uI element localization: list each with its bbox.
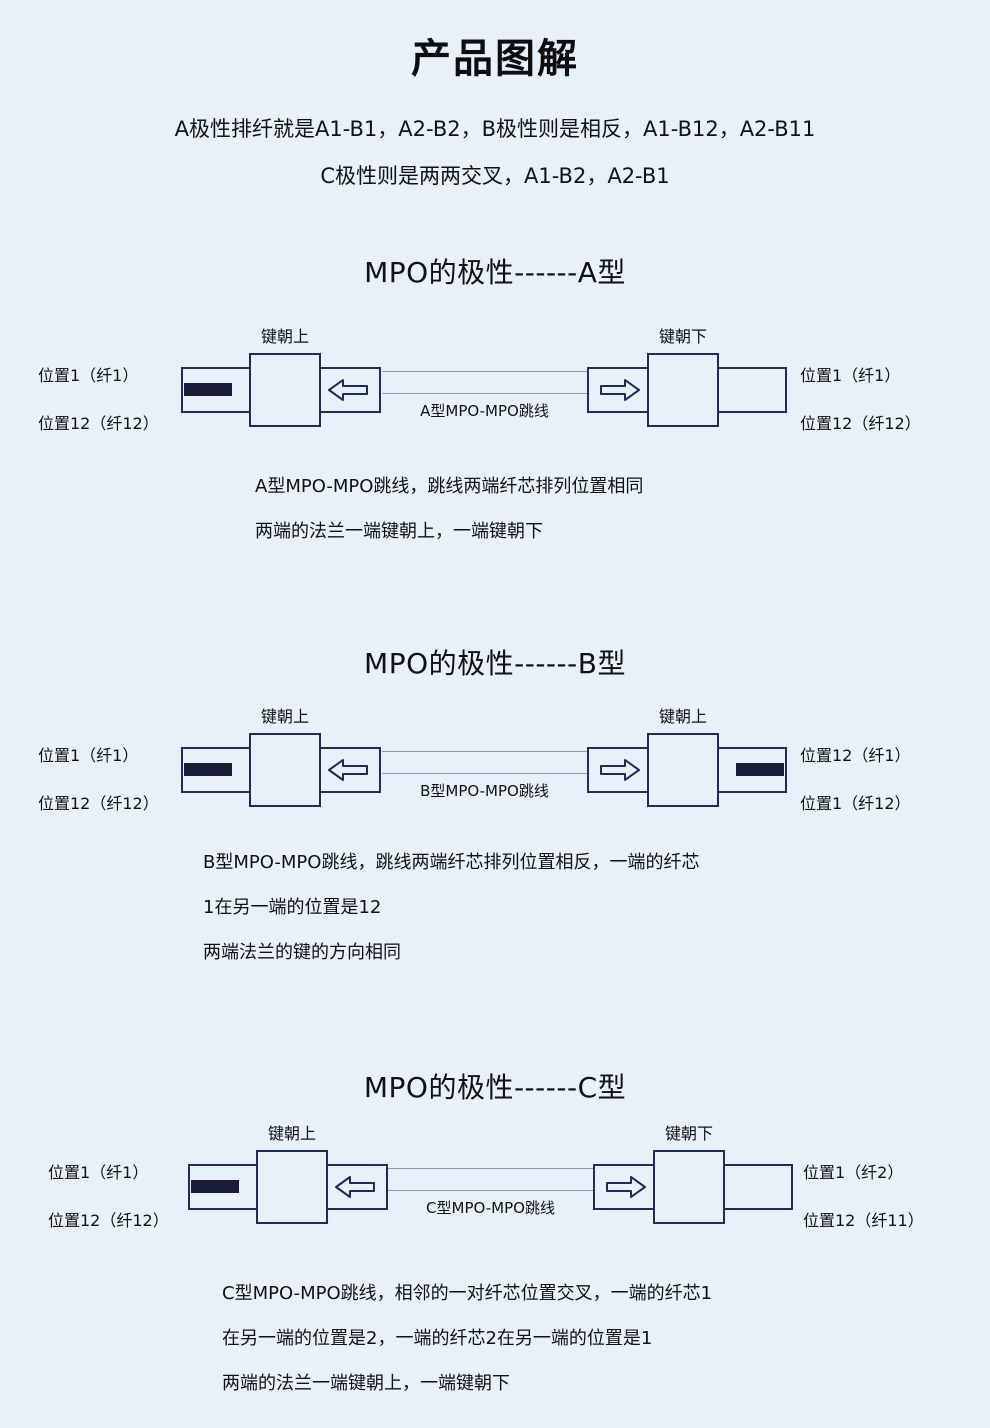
left-bottom-position-label: 位置12（纤12） bbox=[38, 794, 159, 813]
cable-line-upper bbox=[388, 1168, 593, 1169]
diagram-type-b: 位置1（纤1） 位置12（纤12） B型MPO-MPO跳线 键朝上 键朝上 位置… bbox=[0, 707, 990, 835]
left-top-position-label: 位置1（纤1） bbox=[48, 1163, 149, 1182]
cable-line-upper bbox=[382, 751, 587, 752]
key-direction-caption: 键朝下 bbox=[658, 327, 707, 346]
connector-flange bbox=[653, 1150, 725, 1224]
connector-flange bbox=[647, 733, 719, 807]
right-bottom-position-label: 位置12（纤11） bbox=[803, 1211, 924, 1230]
fiber-stripe-marker bbox=[191, 1180, 239, 1193]
left-bottom-position-label: 位置12（纤12） bbox=[38, 414, 159, 433]
key-direction-caption: 键朝下 bbox=[664, 1124, 713, 1143]
key-direction-caption: 键朝上 bbox=[260, 327, 309, 346]
page-title: 产品图解 bbox=[411, 36, 579, 82]
key-direction-caption: 键朝上 bbox=[260, 707, 309, 726]
connector-flange bbox=[647, 353, 719, 427]
section-heading-type-a: MPO的极性------A型 bbox=[364, 256, 626, 289]
right-connector: 键朝上 bbox=[587, 707, 787, 835]
key-direction-caption: 键朝上 bbox=[267, 1124, 316, 1143]
fiber-stripe-marker bbox=[736, 763, 784, 776]
section-heading-type-c: MPO的极性------C型 bbox=[363, 1071, 627, 1104]
cable-line-lower bbox=[382, 773, 587, 774]
fiber-stripe-marker bbox=[184, 383, 232, 396]
key-direction-caption: 键朝上 bbox=[658, 707, 707, 726]
arrow-left-icon bbox=[334, 1173, 376, 1201]
description-line-3: 两端法兰的键的方向相同 bbox=[203, 942, 401, 963]
left-connector: 键朝上 bbox=[181, 707, 381, 835]
section-heading-type-b: MPO的极性------B型 bbox=[364, 647, 626, 680]
description-line-2: 1在另一端的位置是12 bbox=[203, 897, 382, 918]
right-bottom-position-label: 位置12（纤12） bbox=[800, 414, 921, 433]
cable-label: A型MPO-MPO跳线 bbox=[420, 402, 549, 420]
description-line-1: C型MPO-MPO跳线，相邻的一对纤芯位置交叉，一端的纤芯1 bbox=[222, 1283, 713, 1304]
cable-line-upper bbox=[382, 371, 587, 372]
description-line-1: B型MPO-MPO跳线，跳线两端纤芯排列位置相反，一端的纤芯 bbox=[203, 852, 700, 873]
description-line-2: 两端的法兰一端键朝上，一端键朝下 bbox=[255, 521, 543, 542]
right-bottom-position-label: 位置1（纤12） bbox=[800, 794, 911, 813]
fiber-stripe-marker bbox=[184, 763, 232, 776]
left-top-position-label: 位置1（纤1） bbox=[38, 746, 139, 765]
right-top-position-label: 位置12（纤1） bbox=[800, 746, 911, 765]
left-connector: 键朝上 bbox=[181, 327, 381, 455]
connector-flange bbox=[249, 353, 321, 427]
cable-line-lower bbox=[388, 1190, 593, 1191]
intro-line-2: C极性则是两两交叉，A1-B2，A2-B1 bbox=[320, 164, 670, 188]
arrow-right-icon bbox=[599, 376, 641, 404]
left-bottom-position-label: 位置12（纤12） bbox=[48, 1211, 169, 1230]
description-line-1: A型MPO-MPO跳线，跳线两端纤芯排列位置相同 bbox=[255, 476, 644, 497]
right-connector: 键朝下 bbox=[593, 1124, 793, 1252]
connector-flange bbox=[249, 733, 321, 807]
right-top-position-label: 位置1（纤1） bbox=[800, 366, 901, 385]
arrow-left-icon bbox=[327, 756, 369, 784]
arrow-left-icon bbox=[327, 376, 369, 404]
left-connector: 键朝上 bbox=[188, 1124, 388, 1252]
diagram-type-a: 位置1（纤1） 位置12（纤12） A型MPO-MPO跳线 键朝上 键朝下 位置… bbox=[0, 327, 990, 455]
diagram-type-c: 位置1（纤1） 位置12（纤12） C型MPO-MPO跳线 键朝上 键朝下 位置… bbox=[0, 1124, 990, 1252]
cable-label: B型MPO-MPO跳线 bbox=[420, 782, 549, 800]
left-top-position-label: 位置1（纤1） bbox=[38, 366, 139, 385]
cable-line-lower bbox=[382, 393, 587, 394]
right-top-position-label: 位置1（纤2） bbox=[803, 1163, 904, 1182]
description-line-2: 在另一端的位置是2，一端的纤芯2在另一端的位置是1 bbox=[222, 1328, 653, 1349]
right-connector: 键朝下 bbox=[587, 327, 787, 455]
arrow-right-icon bbox=[605, 1173, 647, 1201]
cable-label: C型MPO-MPO跳线 bbox=[426, 1199, 555, 1217]
description-line-3: 两端的法兰一端键朝上，一端键朝下 bbox=[222, 1373, 510, 1394]
arrow-right-icon bbox=[599, 756, 641, 784]
intro-line-1: A极性排纤就是A1-B1，A2-B2，B极性则是相反，A1-B12，A2-B11 bbox=[174, 117, 816, 141]
connector-flange bbox=[256, 1150, 328, 1224]
